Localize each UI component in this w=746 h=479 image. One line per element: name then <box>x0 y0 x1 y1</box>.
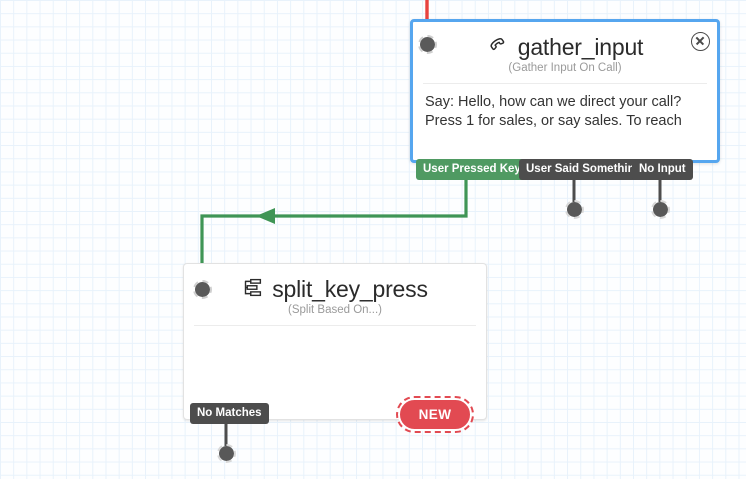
gather-input-entry-dot[interactable] <box>418 35 437 54</box>
node-gather-input[interactable]: gather_input (Gather Input On Call) Say:… <box>410 19 720 163</box>
split-key-press-title: split_key_press <box>272 276 428 302</box>
wire-arrowhead <box>256 208 275 224</box>
new-category-button[interactable]: NEW <box>396 396 474 433</box>
split-key-press-header: split_key_press <box>184 264 486 303</box>
exit-pill-user-said-something[interactable]: User Said Something <box>519 159 649 180</box>
node-split-key-press[interactable]: split_key_press (Split Based On...) <box>183 263 487 420</box>
split-branch-icon <box>242 277 263 303</box>
gather-input-title: gather_input <box>517 34 644 60</box>
split-key-press-body-text <box>184 326 486 335</box>
exit-pill-no-input[interactable]: No Input <box>632 159 693 180</box>
exit-dot-user-said-something[interactable] <box>565 200 584 219</box>
exit-dot-no-input[interactable] <box>651 200 670 219</box>
split-key-press-entry-dot[interactable] <box>193 280 212 299</box>
exit-pill-user-pressed-keys[interactable]: User Pressed Keys <box>416 159 535 180</box>
close-icon[interactable] <box>691 32 710 51</box>
split-key-press-divider <box>194 325 476 326</box>
gather-input-body-text: Say: Hello, how can we direct your call?… <box>425 94 682 129</box>
gather-input-subtitle: (Gather Input On Call) <box>508 62 622 74</box>
gather-input-header: gather_input <box>413 22 717 61</box>
exit-dot-no-matches[interactable] <box>217 444 236 463</box>
gather-input-divider <box>423 83 707 84</box>
exit-pill-no-matches[interactable]: No Matches <box>190 403 269 424</box>
phone-handset-icon <box>487 34 509 61</box>
split-key-press-subtitle: (Split Based On...) <box>288 304 382 316</box>
